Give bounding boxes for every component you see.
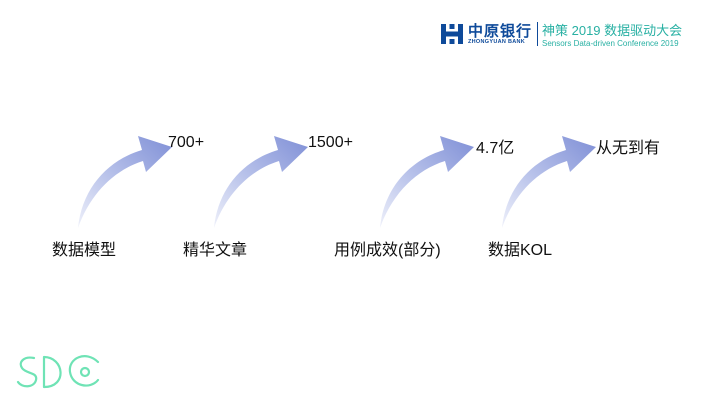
step-label-3: 用例成效(部分)	[334, 242, 441, 259]
zhongyuan-bank-logo-icon	[441, 24, 463, 44]
bank-name-cn: 中原银行	[468, 23, 533, 40]
bank-name-en: ZHONGYUAN BANK	[468, 39, 526, 45]
step-label-4: 数据KOL	[488, 242, 553, 259]
conference-subtitle: Sensors Data-driven Conference 2019	[542, 39, 679, 48]
arrow-shape-2	[214, 136, 308, 228]
conference-title: 神策 2019 数据驱动大会	[542, 23, 683, 38]
arrow-shape-4	[502, 136, 596, 228]
step-label-1: 数据模型	[52, 242, 117, 259]
step-value-2: 1500+	[308, 134, 353, 151]
sdc-logo-icon	[16, 355, 100, 389]
arrow-shape-1	[78, 136, 172, 228]
step-value-3: 4.7亿	[476, 140, 515, 157]
step-label-2: 精华文章	[183, 242, 248, 259]
step-value-4: 从无到有	[596, 140, 661, 157]
brand-divider	[537, 22, 538, 46]
step-value-1: 700+	[168, 134, 205, 151]
arrow-shape-3	[380, 136, 474, 228]
